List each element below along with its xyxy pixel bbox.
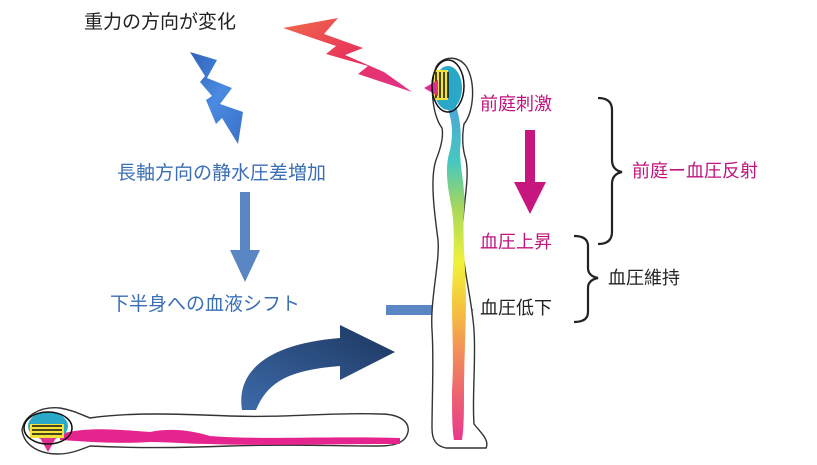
arrow-down-magenta <box>514 130 546 214</box>
standing-body-spine <box>444 100 466 440</box>
lightning-red-icon <box>283 18 412 92</box>
curved-arrow-posture-change <box>241 325 395 410</box>
label-vestibular-stimulation: 前庭刺激 <box>480 94 552 115</box>
label-gravity-change: 重力の方向が変化 <box>84 11 237 33</box>
brace-maintain <box>573 234 599 324</box>
standing-head-vestibular-icon <box>424 59 465 113</box>
label-bp-drop: 血圧低下 <box>480 298 552 319</box>
arrow-down-blue <box>230 192 260 282</box>
label-bp-rise: 血圧上昇 <box>480 232 552 253</box>
label-vestibulo-bp-reflex: 前庭ー血圧反射 <box>632 161 758 182</box>
lying-head-vestibular-icon <box>23 411 73 452</box>
label-hydrostatic-pressure: 長軸方向の静水圧差増加 <box>117 162 327 184</box>
lying-body-spine <box>60 429 400 445</box>
lightning-blue-icon <box>190 52 243 144</box>
label-blood-shift: 下半身への血液シフト <box>110 293 301 315</box>
brace-reflex <box>597 96 623 246</box>
label-bp-maintenance: 血圧維持 <box>608 268 680 289</box>
